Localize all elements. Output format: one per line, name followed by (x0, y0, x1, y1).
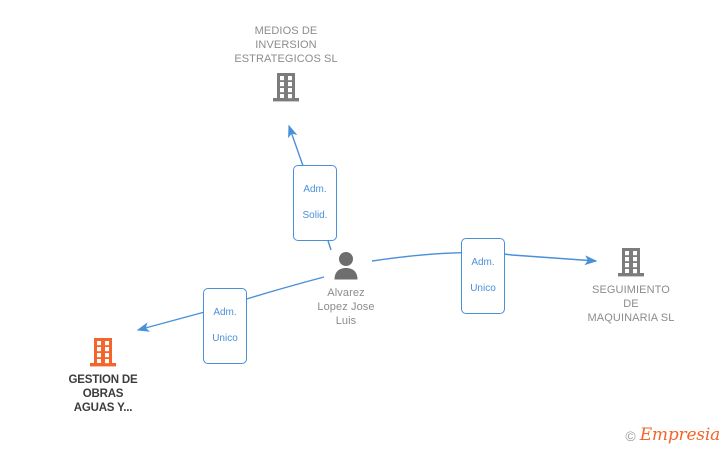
node-alvarez-lopez-jose-luis[interactable]: Alvarez Lopez Jose Luis (271, 250, 421, 328)
edge-label-line-1: Adm. (213, 307, 237, 318)
edge-label-line-2: Unico (470, 283, 496, 294)
edge-label-person-to-gestion[interactable]: Adm. Unico (203, 288, 247, 364)
building-icon[interactable] (28, 335, 178, 369)
edge-label-line-2: Solid. (302, 210, 328, 221)
node-label-seguimiento-de-maquinaria-sl: SEGUIMIENTO DE MAQUINARIA SL (587, 284, 675, 324)
node-label-medios-de-inversion-estrategicos-sl: MEDIOS DE INVERSION ESTRATEGICOS SL (234, 25, 338, 65)
building-icon[interactable] (211, 70, 361, 104)
edge-label-line-1: Adm. (303, 184, 327, 195)
edge-person-to-seguimiento-line (371, 251, 598, 266)
copyright-icon: © (625, 427, 636, 444)
node-seguimiento-de-maquinaria-sl[interactable]: SEGUIMIENTO DE MAQUINARIA SL (556, 245, 706, 325)
watermark-brand: Empresia (639, 425, 720, 445)
edge-label-line-2: Unico (212, 333, 238, 344)
edge-label-person-to-medios[interactable]: Adm. Solid. (293, 165, 337, 241)
node-label-gestion-de-obras-aguas-y: GESTION DE OBRAS AGUAS Y... (68, 374, 138, 414)
person-icon[interactable] (271, 250, 421, 282)
node-medios-de-inversion-estrategicos-sl[interactable]: MEDIOS DE INVERSION ESTRATEGICOS SL (211, 24, 361, 104)
edge-label-person-to-seguimiento[interactable]: Adm. Unico (461, 238, 505, 314)
building-icon[interactable] (556, 245, 706, 279)
watermark: © Empresia (625, 427, 720, 444)
edge-label-line-1: Adm. (471, 257, 495, 268)
node-label-alvarez-lopez-jose-luis: Alvarez Lopez Jose Luis (317, 287, 375, 327)
node-gestion-de-obras-aguas-y[interactable]: GESTION DE OBRAS AGUAS Y... (28, 335, 178, 415)
